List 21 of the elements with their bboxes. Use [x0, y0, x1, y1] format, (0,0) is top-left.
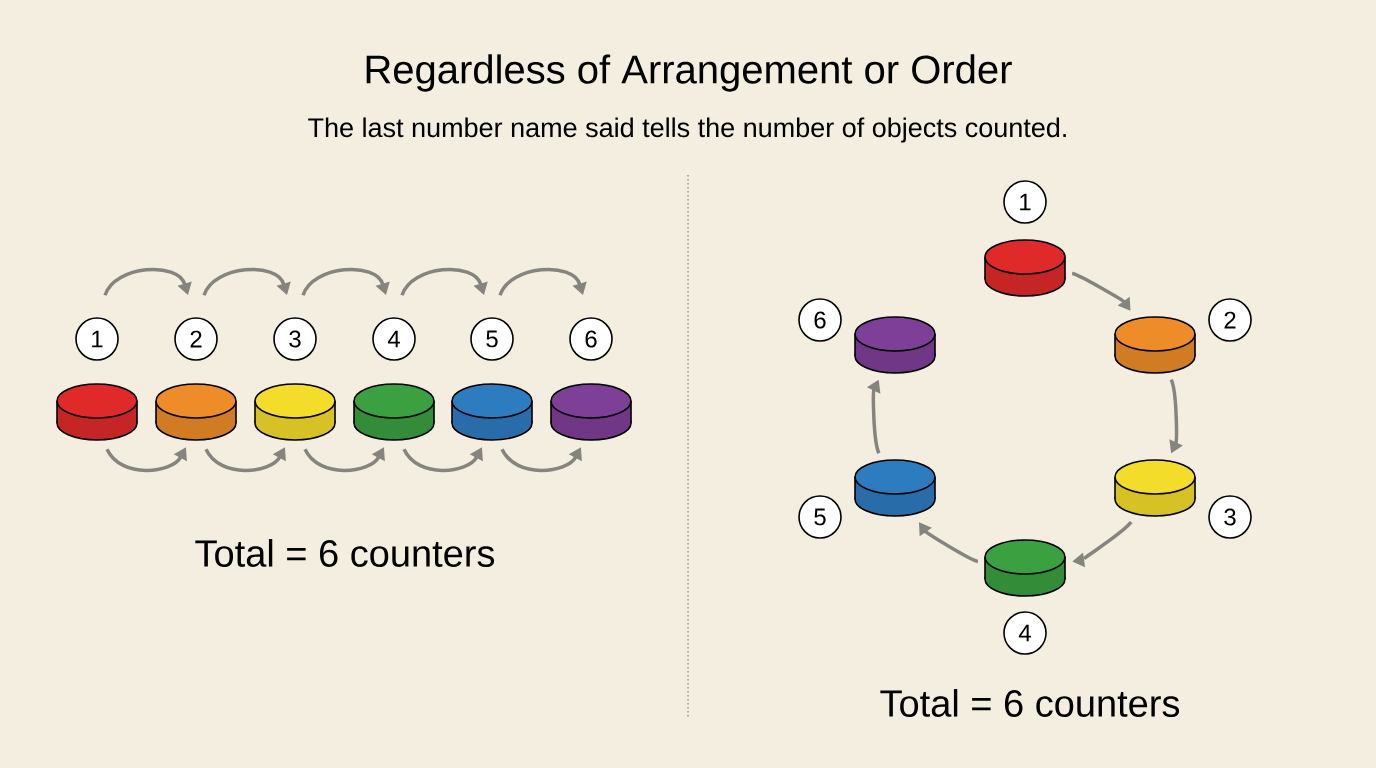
subtitle: The last number name said tells the number of objects counted.	[308, 117, 1066, 143]
title: Regardless of Arrangement or Order	[366, 54, 1012, 92]
counter	[155, 383, 237, 441]
arrow	[498, 267, 587, 296]
counter	[984, 239, 1066, 297]
arrow	[202, 267, 291, 296]
counter	[56, 383, 138, 441]
counter	[353, 383, 435, 441]
arrow	[400, 267, 488, 296]
arrow	[103, 267, 192, 296]
counter	[451, 383, 533, 441]
counter	[1114, 316, 1196, 374]
total-text: Total = 6 counters	[195, 539, 495, 567]
counter	[254, 383, 336, 441]
counter	[1114, 459, 1196, 517]
counter	[854, 316, 936, 374]
total-text: Total = 6 counters	[880, 689, 1180, 717]
arrow	[301, 267, 390, 296]
counter	[984, 539, 1066, 597]
counter	[854, 459, 936, 517]
counter	[550, 383, 632, 441]
